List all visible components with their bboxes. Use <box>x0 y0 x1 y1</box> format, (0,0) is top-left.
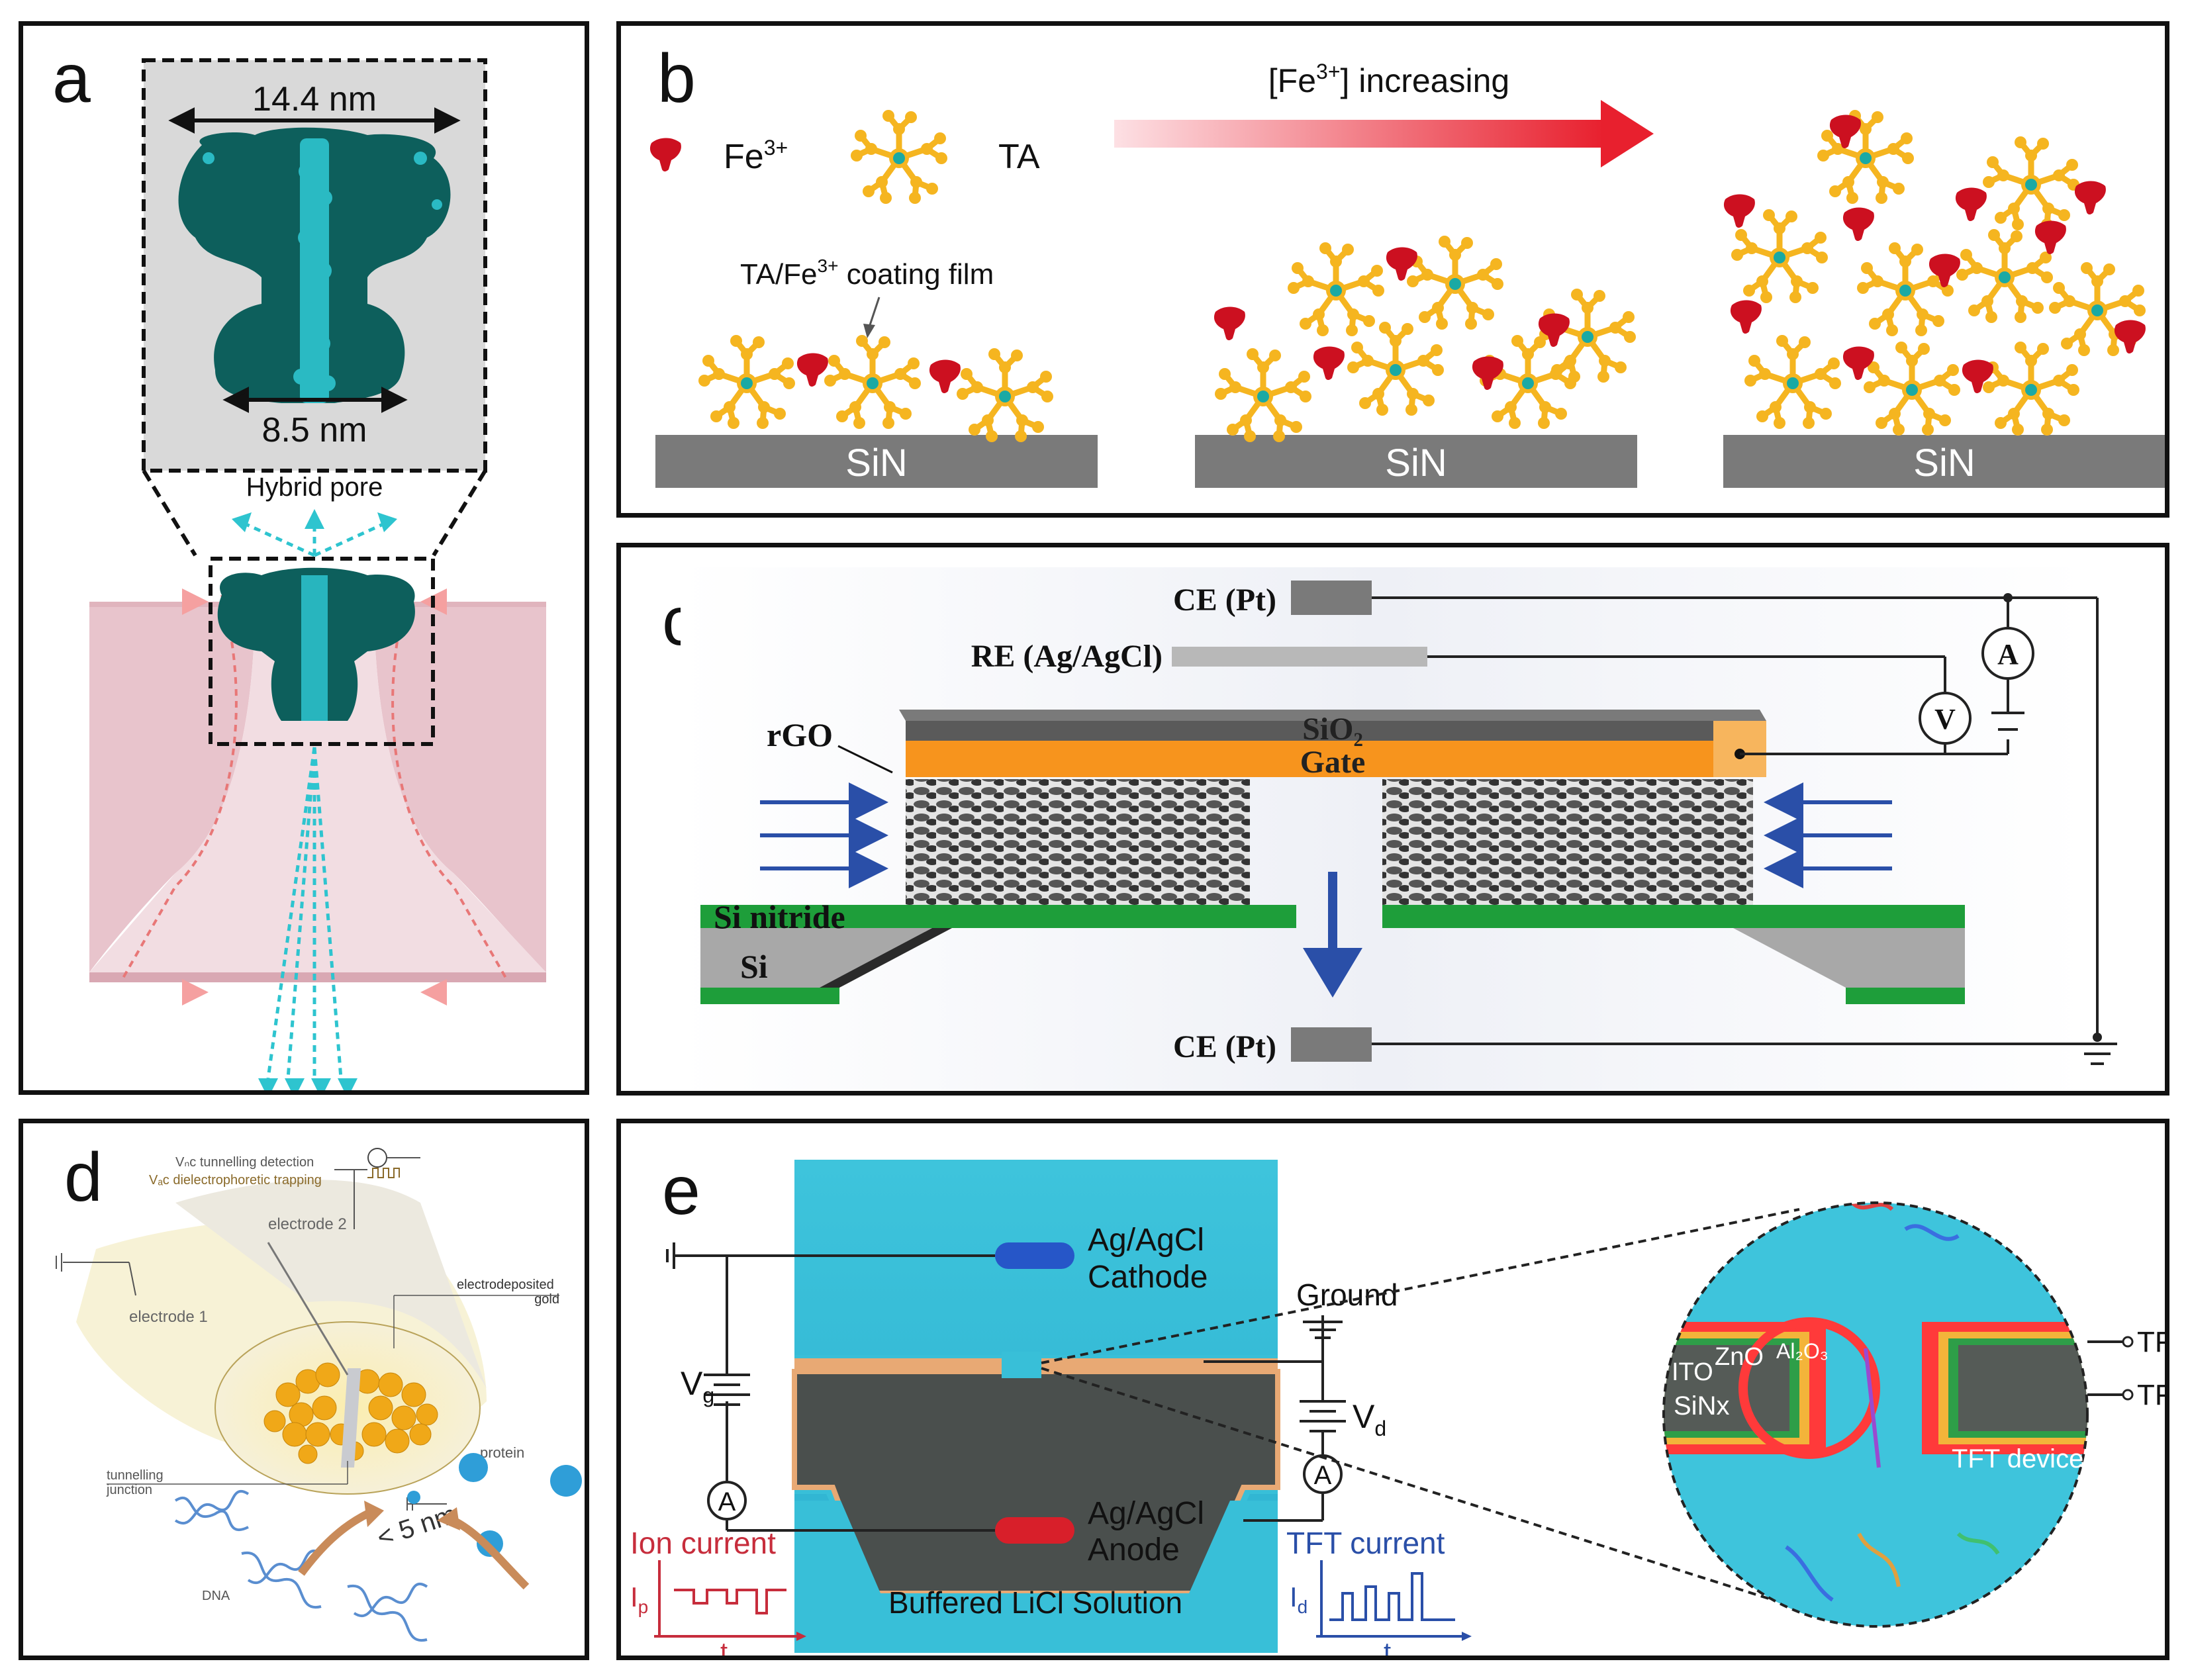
panel-b-label: b <box>657 40 696 117</box>
solution-label: Buffered LiCl Solution <box>888 1585 1182 1620</box>
vdc-label: Vₙᴄ tunnelling detection <box>175 1155 314 1170</box>
panel-a-label: a <box>52 40 91 117</box>
voltmeter-label: V <box>1934 703 1956 735</box>
dna-label: DNA <box>202 1589 230 1603</box>
gold-label: gold <box>534 1292 559 1307</box>
panel-c: c CE (Pt) RE (Ag/AgCl) <box>616 543 2169 1096</box>
tft-drain-label: TFT Drain <box>2137 1379 2169 1411</box>
al2o3-label: Al₂O₃ <box>1776 1339 1829 1363</box>
sio2-layer <box>906 721 1766 741</box>
t-label-left: t <box>720 1638 728 1660</box>
rgo-stack-right <box>1382 779 1753 911</box>
vd-label: Vd <box>1353 1398 1386 1440</box>
ta-legend-label: TA <box>998 138 1040 176</box>
tft-device-label: TFT device <box>1952 1444 2083 1473</box>
gate-layer <box>906 741 1766 777</box>
vg-label: Vg <box>681 1365 714 1407</box>
rgo-label: rGO <box>767 716 833 753</box>
dimension-top-label: 14.4 nm <box>252 80 377 118</box>
ion-current-trace <box>654 1560 796 1638</box>
hybrid-pore-caption: Hybrid pore <box>246 473 383 502</box>
panel-e: e Ag/AgCl Cathode Ag/AgCl Anode Buffered… <box>616 1119 2169 1660</box>
vac-label: Vₐᴄ dielectrophoretic trapping <box>149 1173 322 1188</box>
panel-a-illustration: 14.4 nm 8.5 nm Hybrid pore <box>89 58 546 1090</box>
protein-channel <box>203 138 442 403</box>
tft-current-trace <box>1316 1560 1462 1638</box>
si-nitride-left <box>700 905 1296 928</box>
voltmeter-symbol <box>1919 692 1972 745</box>
membrane <box>89 602 255 972</box>
cathode-label-1: Ag/AgCl <box>1088 1223 1204 1258</box>
tft-source-label: TFT Source <box>2137 1326 2169 1358</box>
sin-substrate-1 <box>655 435 1098 488</box>
sin-label-1: SiN <box>845 442 907 485</box>
sin-label-3: SiN <box>1913 442 1975 485</box>
fe-legend-label: Fe3+ <box>724 136 788 176</box>
electrodeposited-label: electrodeposited <box>457 1278 554 1292</box>
gate-label: Gate <box>1300 745 1366 780</box>
ammeter-label: A <box>1997 638 2019 671</box>
panel-e-label: e <box>662 1152 700 1229</box>
anode-label-2: Anode <box>1088 1532 1180 1567</box>
cathode-label-2: Cathode <box>1088 1260 1208 1295</box>
ce-top-electrode <box>1291 581 1372 615</box>
fe-increasing-label: [Fe3+] increasing <box>1268 60 1509 99</box>
re-label: RE (Ag/AgCl) <box>971 639 1163 674</box>
sinx-label: SiNx <box>1674 1391 1729 1421</box>
panel-e-illustration: Ag/AgCl Cathode Ag/AgCl Anode Buffered L… <box>630 1160 2169 1660</box>
electrode-2 <box>175 1180 487 1388</box>
zno-label: ZnO <box>1715 1343 1764 1371</box>
sin-substrate-2 <box>1195 435 1637 488</box>
panel-b: b <box>616 21 2169 518</box>
ac-wave-icon <box>367 1168 400 1178</box>
electrode-1-label: electrode 1 <box>129 1308 208 1326</box>
ta-legend-icon <box>851 110 947 204</box>
panel-b-illustration: [Fe3+] increasing Fe3+ TA TA/Fe3+ coatin… <box>649 60 2165 488</box>
si-nitride-label: Si nitride <box>714 898 845 935</box>
gap-label: < 5 nm <box>373 1500 460 1553</box>
meter-icon <box>367 1148 387 1168</box>
ion-current-label: Ion current <box>630 1526 776 1560</box>
sio2-label: SiO₂ <box>1302 712 1363 747</box>
protein-label: protein <box>480 1444 524 1461</box>
rgo-stack-left <box>906 779 1250 911</box>
fe-legend-icon <box>649 138 681 171</box>
panel-a: a 14.4 nm 8.5 nm Hybri <box>19 21 589 1095</box>
ce-top-label: CE (Pt) <box>1173 583 1276 618</box>
sinx-left <box>1664 1345 1789 1431</box>
anode-electrode <box>995 1517 1074 1544</box>
cathode-electrode <box>995 1242 1074 1269</box>
re-electrode <box>1172 647 1427 667</box>
zoom-inset <box>1664 1203 2087 1626</box>
junction-label: junction <box>106 1483 152 1497</box>
id-label: Id <box>1290 1581 1308 1617</box>
ce-bottom-label: CE (Pt) <box>1173 1029 1276 1064</box>
t-label-right: t <box>1384 1638 1391 1660</box>
coating-film-label: TA/Fe3+ coating film <box>740 256 994 291</box>
sin-label-2: SiN <box>1385 442 1447 485</box>
ammeter-left <box>707 1481 747 1520</box>
panel-d: d Vₙᴄ tunnelling detection Vₐᴄ dielectro… <box>19 1119 589 1660</box>
anode-label-1: Ag/AgCl <box>1088 1496 1204 1531</box>
panel-d-label: d <box>64 1139 103 1216</box>
si-label: Si <box>740 948 768 985</box>
tft-current-label: TFT current <box>1286 1526 1445 1560</box>
ammeter-symbol <box>1981 627 2034 680</box>
panel-c-illustration: CE (Pt) RE (Ag/AgCl) SiO₂ Gate rGO <box>681 567 2117 1090</box>
panel-d-illustration: Vₙᴄ tunnelling detection Vₐᴄ dielectroph… <box>56 1148 582 1642</box>
ito-label: ITO <box>1672 1358 1713 1386</box>
ammeter-right-label: A <box>1314 1461 1332 1490</box>
sinx-right <box>1958 1345 2087 1431</box>
ammeter-left-label: A <box>718 1487 736 1517</box>
dimension-bottom-label: 8.5 nm <box>262 411 367 449</box>
si-nitride-right <box>1382 905 1965 928</box>
tunnelling-label: tunnelling <box>107 1468 164 1483</box>
ce-bottom-electrode <box>1291 1027 1372 1062</box>
ammeter-right <box>1303 1454 1343 1494</box>
ip-label: Ip <box>630 1581 648 1617</box>
electrode-2-label: electrode 2 <box>268 1215 347 1233</box>
sin-substrate-3 <box>1723 435 2165 488</box>
